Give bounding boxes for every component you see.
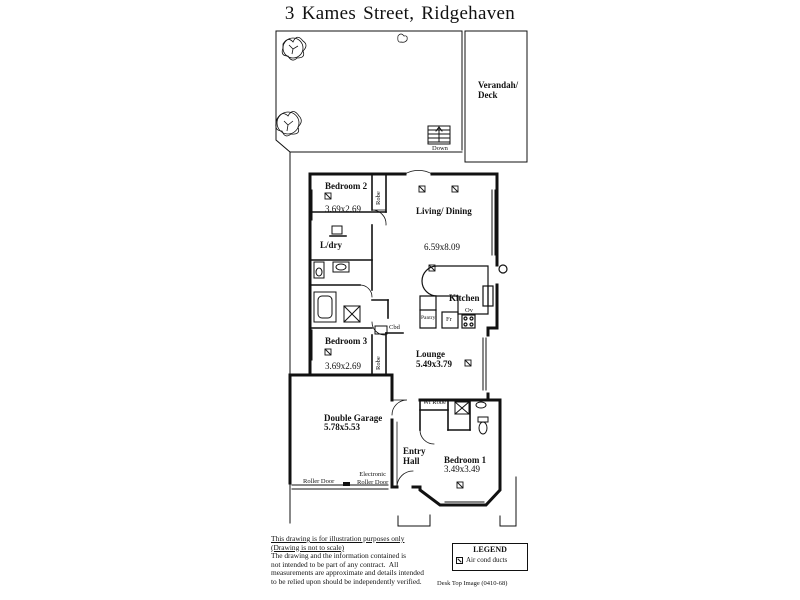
lounge-dims: 5.49x3.79 [416, 359, 452, 369]
disclaimer-line-1: This drawing is for illustration purpose… [271, 534, 405, 543]
interior-walls [309, 173, 471, 431]
tree-icon [281, 36, 307, 61]
steps [427, 125, 451, 145]
living-dining-name: Living/ Dining [416, 206, 472, 216]
verandah-deck-label: Verandah/ Deck [478, 80, 519, 100]
door-swings [359, 170, 435, 488]
verandah-deck-outline [464, 30, 528, 163]
page-title: 3 Kames Street, Ridgehaven [284, 3, 516, 24]
disclaimer-line-2: (Drawing is not to scale) [271, 542, 345, 552]
air-con-duct-icon [324, 185, 472, 489]
bedroom-1-dims: 3.49x3.49 [444, 464, 480, 474]
legend-title: LEGEND [473, 545, 507, 554]
bedroom-2-name: Bedroom 2 [325, 181, 368, 191]
bedroom-1-name: Bedroom 1 [444, 455, 487, 465]
garage-dims: 5.78x5.53 [324, 422, 360, 432]
bedroom-3-dims: 3.69x2.69 [325, 361, 361, 371]
windows [311, 189, 496, 503]
robe-label: Robe [375, 191, 382, 205]
bedroom-3-name: Bedroom 3 [325, 336, 368, 346]
bedroom-2-dims: 3.69x2.69 [325, 204, 361, 214]
electronic-roller-door-label: Electronic Roller Door [357, 471, 389, 486]
legend-item-label: Air cond ducts [466, 556, 508, 564]
image-credit: Desk Top Image (0410-68) [437, 580, 508, 587]
down-label: Down [432, 145, 448, 152]
disclaimer: This drawing is for illustration purpose… [271, 534, 424, 587]
tree-icon [275, 111, 302, 137]
bathroom-fixtures [313, 225, 489, 435]
garage-doors [291, 484, 389, 490]
walk-in-robe-label: Wi Robe [423, 399, 447, 406]
kitchen-label: Kitchen [449, 293, 480, 303]
entry-hall-label: Entry Hall [403, 446, 426, 466]
laundry-label: L/dry [320, 240, 343, 250]
garage-name: Double Garage [324, 413, 383, 423]
cupboard-label: Cbd [389, 324, 400, 331]
robe-label: Robe [375, 356, 382, 370]
garage-motor [343, 482, 350, 486]
pantry-label: Pantry [421, 315, 436, 321]
legend: LEGEND Air cond ducts [452, 543, 528, 571]
shrub-icon [397, 33, 408, 43]
air-con-duct-icon [456, 556, 463, 564]
legend-item: Air cond ducts [456, 556, 507, 564]
exterior-walls [288, 172, 502, 507]
fridge-label: Fr [446, 316, 452, 323]
disclaimer-body: The drawing and the information containe… [271, 551, 424, 586]
roller-door-label: Roller Door [303, 478, 335, 485]
living-dining-dims: 6.59x8.09 [424, 242, 460, 252]
oven-label: Ov [465, 307, 473, 314]
lounge-name: Lounge [416, 349, 446, 359]
